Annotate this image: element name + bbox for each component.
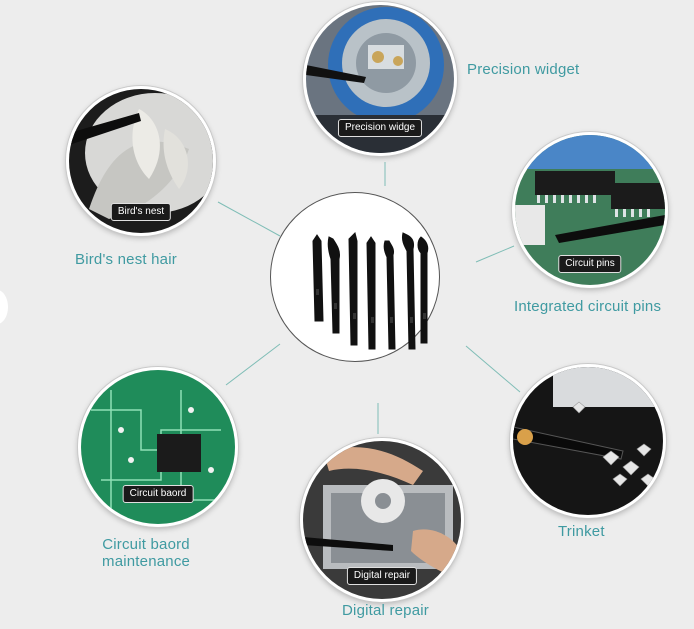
circuit-board-caption: Circuit baord maintenance [102, 536, 190, 570]
circuit-board-caption-line2: maintenance [102, 553, 191, 570]
connector-lower-right [465, 345, 521, 393]
birds-nest-photo: Bird's nest [66, 86, 216, 236]
circuit-board-photo: Circuit baord [78, 367, 238, 527]
digital-repair-photo: Digital repair [300, 438, 464, 602]
circuit-board-caption-line1: Circuit baord [102, 536, 190, 553]
precision-widget-photo: Precision widge [303, 2, 457, 156]
trinket-photo [510, 364, 666, 518]
edge-decoration [0, 290, 8, 324]
circuit-pins-tag: Circuit pins [558, 255, 622, 273]
digital-repair-tag: Digital repair [346, 567, 418, 585]
precision-widget-tag: Precision widge [337, 119, 423, 137]
precision-widget-caption: Precision widget [467, 61, 580, 78]
tweezers-set-icon [312, 232, 429, 350]
birds-nest-caption: Bird's nest hair [75, 251, 177, 268]
digital-repair-caption: Digital repair [342, 602, 429, 619]
connector-upper-right [475, 245, 515, 263]
birds-nest-tag: Bird's nest [110, 203, 172, 221]
circuit-pins-caption: Integrated circuit pins [514, 298, 662, 315]
center-tweezers-circle [270, 192, 440, 362]
connector-upper-left [217, 201, 281, 237]
circuit-board-tag: Circuit baord [122, 485, 194, 503]
circuit-pins-photo: Circuit pins [512, 132, 668, 288]
trinket-icon [513, 367, 663, 515]
connector-lower-left [225, 343, 281, 386]
trinket-caption: Trinket [558, 523, 605, 540]
